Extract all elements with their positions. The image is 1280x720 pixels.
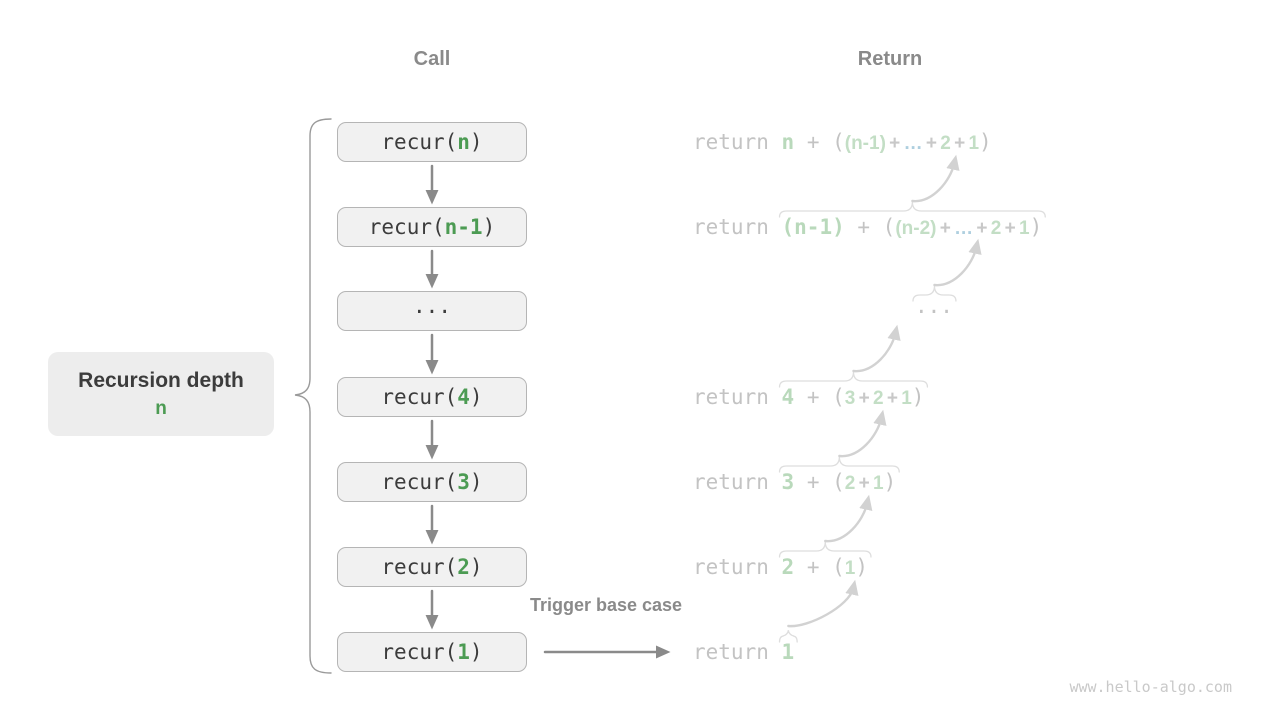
text-segment: + [855, 388, 873, 409]
text-segment: ) [469, 130, 483, 154]
text-segment: ) [469, 385, 483, 409]
return-column-header: Return [857, 48, 923, 70]
return-line-return-ellipsis: ... [915, 294, 953, 325]
return-curve-arrow [787, 579, 859, 628]
text-segment: ) [855, 555, 868, 579]
return-line-return-2: return 2 + (1) [693, 553, 868, 581]
text-segment: ) [979, 130, 992, 154]
depth-title: Recursion depth [78, 368, 244, 392]
text-segment: recur( [381, 555, 458, 579]
text-segment: 1 [968, 133, 980, 154]
text-segment: 3 [781, 470, 795, 494]
text-segment: (n-2) [895, 218, 937, 239]
text-segment: (n-1) [781, 215, 845, 239]
text-segment: recur( [381, 470, 458, 494]
text-segment: 1 [844, 558, 856, 579]
text-segment: + [855, 473, 873, 494]
text-segment: 2 [781, 555, 795, 579]
text-segment: … [954, 218, 974, 239]
text-segment: recur( [381, 130, 458, 154]
return-curve-arrow [933, 238, 982, 287]
return-line-return-n: return n + ((n-1) + … + 2 + 1) [693, 128, 992, 156]
text-segment: ) [469, 470, 483, 494]
text-segment: 2 [990, 218, 1002, 239]
text-segment: n-1 [444, 215, 483, 239]
return-curve-arrow [824, 494, 873, 543]
return-curve-arrow [852, 324, 901, 373]
text-segment: 1 [781, 640, 795, 664]
text-segment: 1 [901, 388, 912, 409]
call-box-recur-n: recur(n) [337, 122, 527, 162]
text-segment: return [693, 130, 782, 154]
text-segment: n [781, 130, 795, 154]
depth-brace [294, 118, 332, 674]
call-column-header: Call [413, 48, 451, 70]
text-segment: return [693, 640, 782, 664]
watermark: www.hello-algo.com [1069, 678, 1232, 696]
text-segment: … [903, 133, 923, 154]
text-segment: 2 [872, 388, 884, 409]
text-segment: n [457, 130, 470, 154]
text-segment: ) [911, 385, 925, 409]
text-segment: + [950, 133, 969, 154]
text-segment: + [973, 218, 991, 239]
text-segment: + ( [794, 130, 845, 154]
text-segment: + ( [794, 470, 845, 494]
call-box-recur-2: recur(2) [337, 547, 527, 587]
text-segment: ) [469, 555, 483, 579]
text-segment: recur( [368, 215, 445, 239]
text-segment: + ( [794, 385, 845, 409]
text-segment: + [1001, 218, 1020, 239]
text-segment: 4 [457, 385, 470, 409]
text-segment: recur( [381, 640, 458, 664]
return-line-return-n-1: return (n-1) + ((n-2) + … + 2 + 1) [693, 213, 1042, 241]
text-segment: 1 [1019, 218, 1030, 239]
depth-value: n [155, 397, 167, 419]
text-segment: + [922, 133, 941, 154]
text-segment: 3 [844, 388, 856, 409]
text-segment: return [693, 555, 782, 579]
call-box-recur-1: recur(1) [337, 632, 527, 672]
trigger-base-case-label: Trigger base case [529, 595, 683, 615]
return-curve-arrow [911, 154, 960, 203]
return-line-return-3: return 3 + (2 + 1) [693, 468, 896, 496]
text-segment: + ( [794, 555, 845, 579]
text-segment: 2 [940, 133, 951, 154]
text-segment: ... [413, 294, 451, 318]
text-segment: + [885, 133, 904, 154]
text-segment: return [693, 470, 782, 494]
text-segment: 3 [457, 470, 470, 494]
text-segment: 4 [781, 385, 795, 409]
text-segment: + [936, 218, 955, 239]
text-segment: + ( [844, 215, 896, 239]
call-box-recur-3: recur(3) [337, 462, 527, 502]
call-box-ellipsis: ... [337, 291, 527, 331]
text-segment: recur( [381, 385, 458, 409]
text-segment: ) [469, 640, 483, 664]
text-segment: ) [1029, 215, 1043, 239]
call-box-recur-4: recur(4) [337, 377, 527, 417]
text-segment: 2 [844, 473, 856, 494]
return-curve-arrow [838, 409, 887, 458]
text-segment: return [693, 215, 782, 239]
text-segment: 2 [457, 555, 470, 579]
text-segment: 1 [457, 640, 470, 664]
text-segment: ) [883, 470, 897, 494]
return-line-return-4: return 4 + (3 + 2 + 1) [693, 383, 924, 411]
call-box-recur-n-1: recur(n-1) [337, 207, 527, 247]
text-segment: (n-1) [844, 133, 886, 154]
recursion-depth-label: Recursion depth n [48, 352, 274, 436]
text-segment: 1 [872, 473, 884, 494]
text-segment: + [883, 388, 902, 409]
text-segment: return [693, 385, 782, 409]
text-segment: ... [915, 294, 953, 318]
text-segment: ) [482, 215, 496, 239]
return-line-return-1: return 1 [693, 638, 794, 666]
